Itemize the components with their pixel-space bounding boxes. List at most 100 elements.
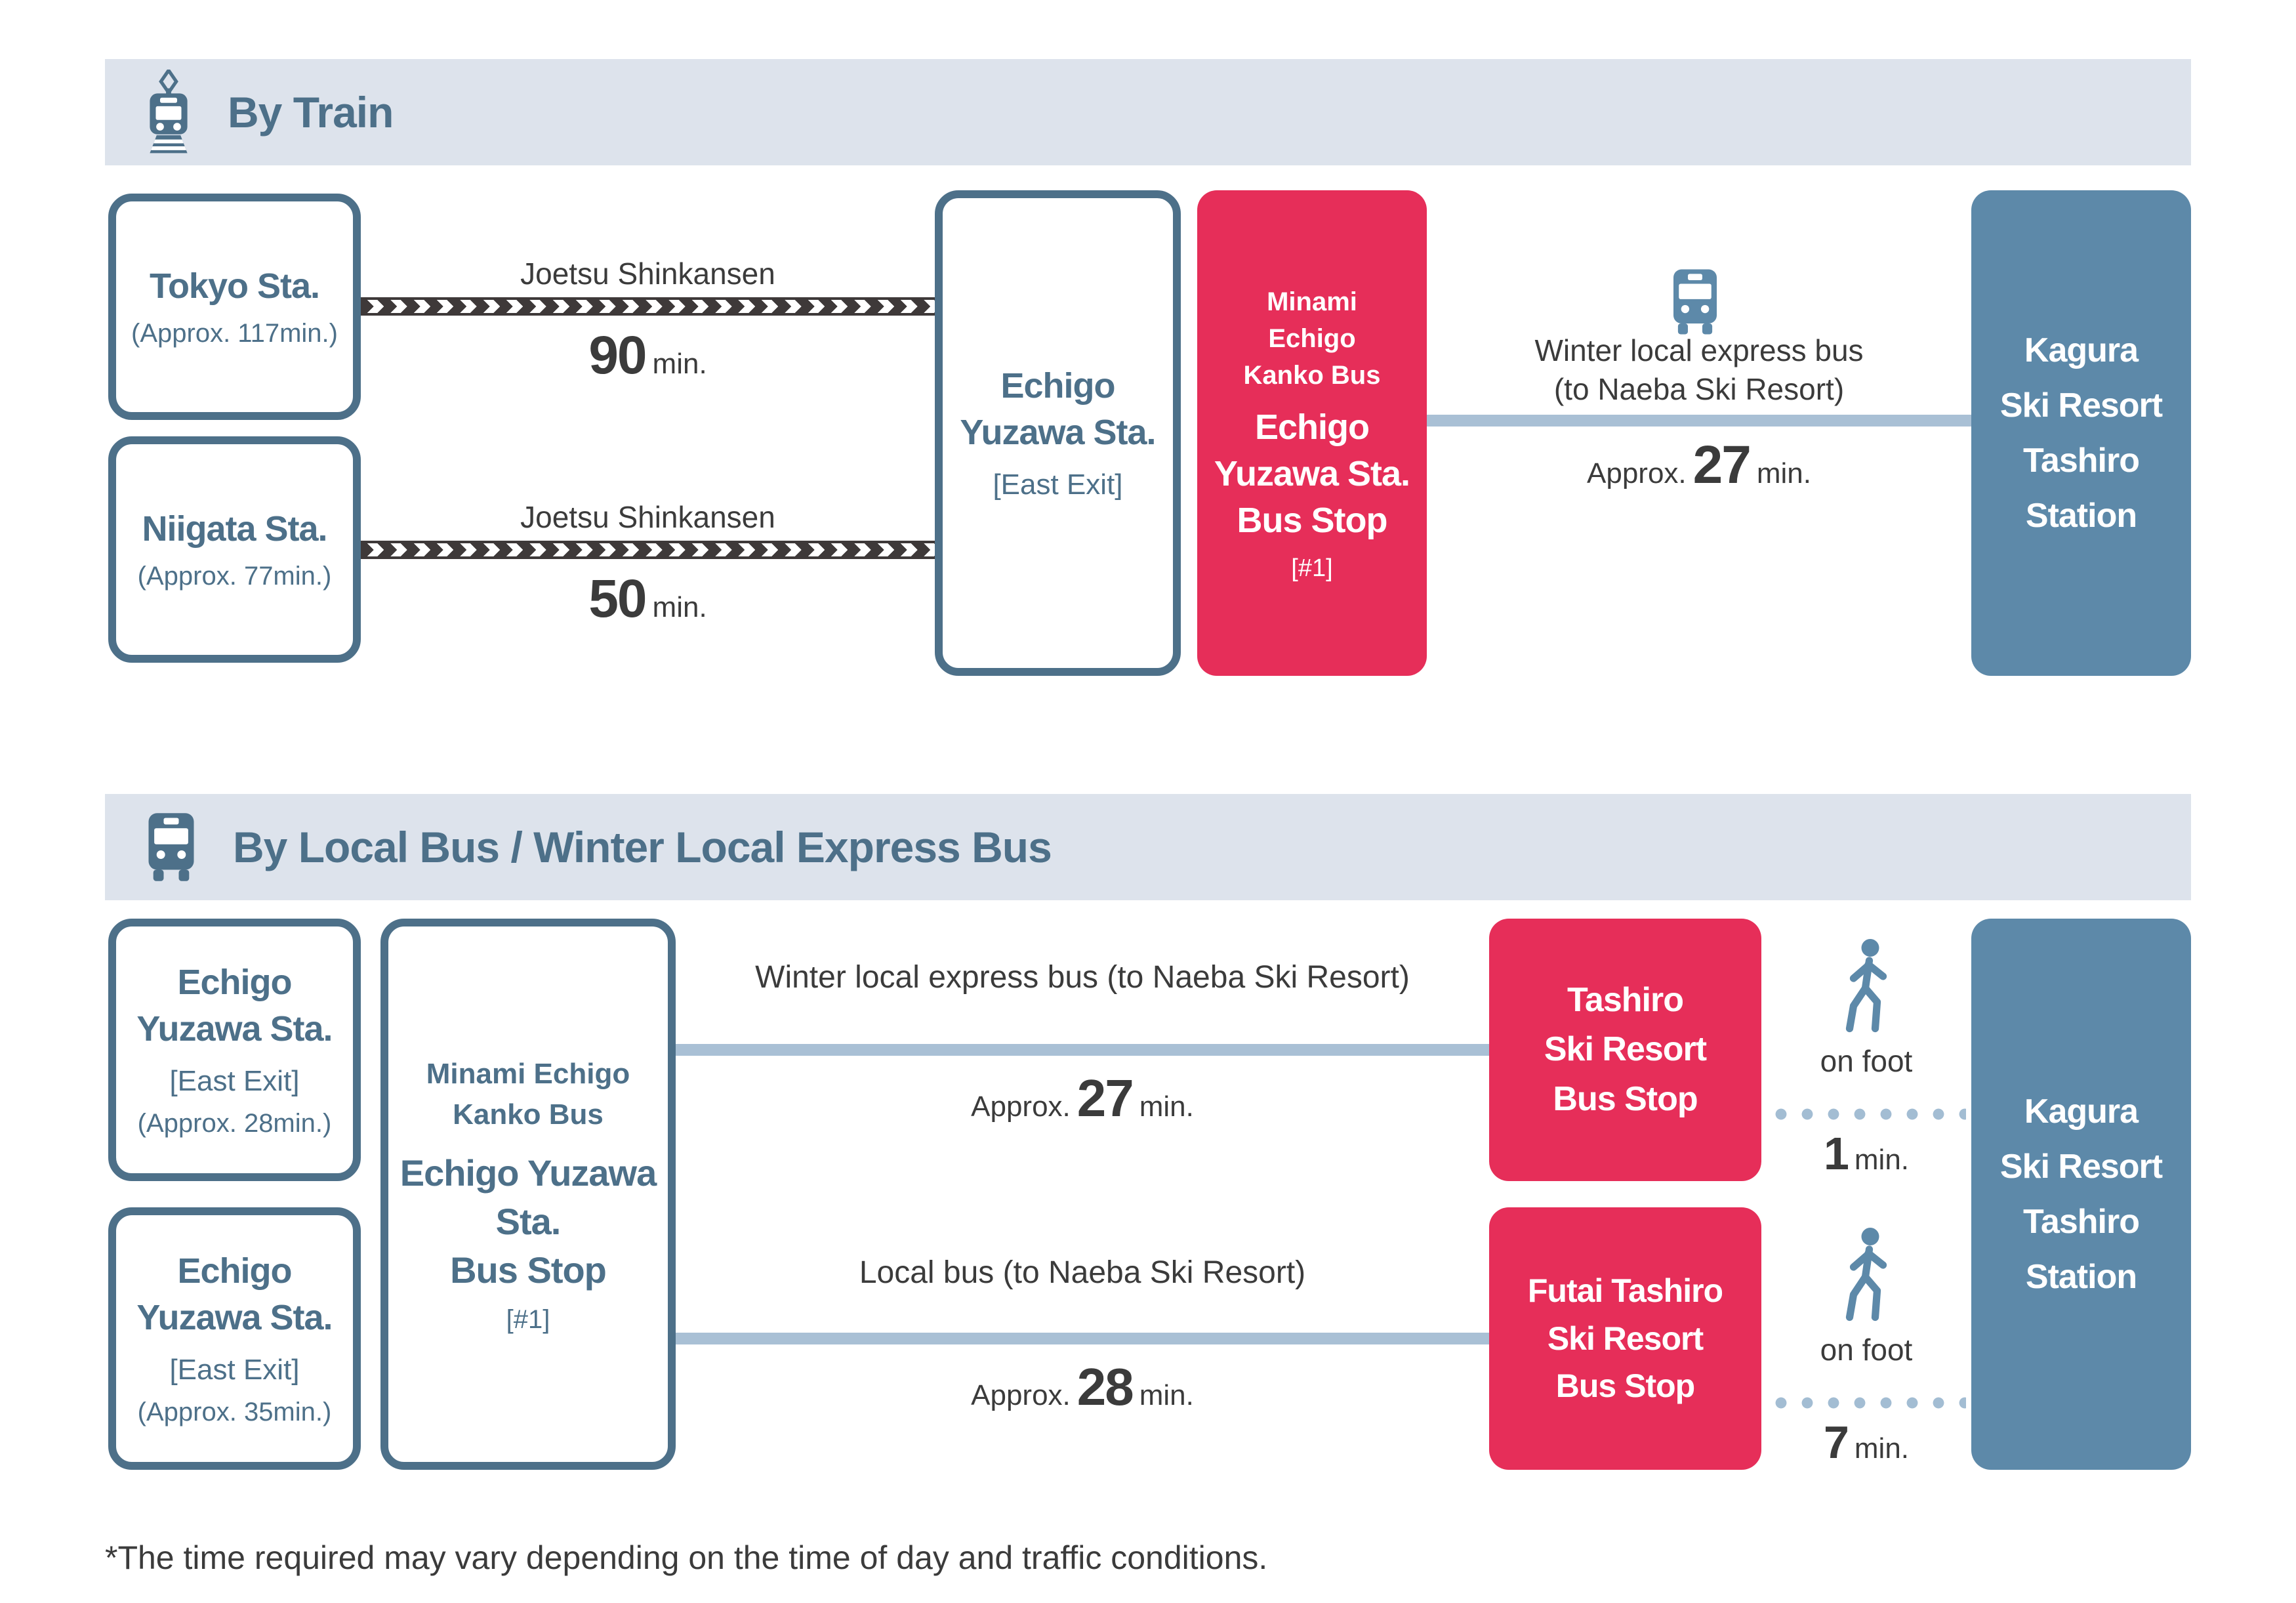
duration-unit: min. bbox=[1854, 1432, 1910, 1465]
station-name: Tokyo Sta. bbox=[149, 266, 320, 306]
bus-stop-box-echigo-yuzawa: Minami Echigo Kanko Bus Echigo Yuzawa St… bbox=[1197, 190, 1427, 676]
duration-unit: min. bbox=[652, 348, 707, 380]
station-box-echigo-yuzawa-35: Echigo Yuzawa Sta. [East Exit] (Approx. … bbox=[108, 1207, 361, 1470]
duration-value: 27 bbox=[1076, 1069, 1134, 1127]
bus-operator: Kanko Bus bbox=[1243, 360, 1381, 390]
bus-stop-platform: [#1] bbox=[1291, 554, 1333, 583]
bus-operator: Minami Echigo bbox=[426, 1058, 630, 1091]
duration-value: 90 bbox=[588, 325, 647, 385]
duration-unit: min. bbox=[1756, 457, 1811, 489]
duration-unit: min. bbox=[1139, 1379, 1194, 1411]
destination-box-kagura: Kagura Ski Resort Tashiro Station bbox=[1971, 919, 2191, 1470]
destination-name: Ski Resort bbox=[1999, 386, 2163, 425]
walk-label: on foot bbox=[1820, 1044, 1913, 1078]
station-box-tokyo: Tokyo Sta. (Approx. 117min.) bbox=[108, 194, 361, 420]
bus-stop-platform: [#1] bbox=[506, 1304, 550, 1334]
duration-unit: min. bbox=[652, 591, 707, 623]
bus-stop-name: Ski Resort bbox=[1544, 1030, 1707, 1069]
train-icon bbox=[150, 70, 188, 154]
station-name: Echigo bbox=[177, 1251, 292, 1291]
bus-leg-label: Winter local express bus (to Naeba Ski R… bbox=[1433, 331, 1965, 409]
station-name: Echigo bbox=[1000, 366, 1115, 406]
destination-box-kagura: Kagura Ski Resort Tashiro Station bbox=[1971, 190, 2191, 676]
bus-stop-box-echigo-yuzawa-hub: Minami Echigo Kanko Bus Echigo Yuzawa St… bbox=[380, 919, 676, 1470]
station-exit: [East Exit] bbox=[993, 468, 1123, 501]
station-name: Yuzawa Sta. bbox=[136, 1298, 333, 1338]
station-box-niigata: Niigata Sta. (Approx. 77min.) bbox=[108, 436, 361, 663]
bus-leg-duration: Approx. 27 min. bbox=[1433, 434, 1965, 496]
bus-leg-label-line1: Winter local express bus bbox=[1534, 333, 1864, 367]
bus-stop-box-futai-tashiro: Futai Tashiro Ski Resort Bus Stop bbox=[1489, 1207, 1761, 1470]
walk-label: on foot bbox=[1820, 1333, 1913, 1367]
bus-operator: Kanko Bus bbox=[453, 1098, 604, 1131]
bus-stop-box-tashiro: Tashiro Ski Resort Bus Stop bbox=[1489, 919, 1761, 1181]
station-name: Yuzawa Sta. bbox=[136, 1009, 333, 1049]
bus-route-line bbox=[676, 1044, 1489, 1056]
station-box-echigo-yuzawa: Echigo Yuzawa Sta. [East Exit] bbox=[935, 190, 1181, 676]
bus-icon bbox=[1673, 269, 1717, 335]
station-box-echigo-yuzawa-28: Echigo Yuzawa Sta. [East Exit] (Approx. … bbox=[108, 919, 361, 1181]
duration-unit: min. bbox=[1854, 1144, 1910, 1176]
station-name: Niigata Sta. bbox=[142, 509, 327, 549]
bus-route-label: Winter local express bus (to Naeba Ski R… bbox=[755, 960, 1410, 995]
bus-stop-name: Tashiro bbox=[1567, 980, 1684, 1019]
bus-route-line bbox=[676, 1333, 1489, 1344]
destination-name: Kagura bbox=[2024, 331, 2139, 369]
walk-dotted-line bbox=[1768, 1108, 1966, 1121]
bus-icon bbox=[148, 813, 194, 881]
bus-route-line bbox=[1427, 415, 1971, 427]
bus-stop-name: Sta. bbox=[495, 1201, 562, 1243]
duration-value: 1 bbox=[1823, 1128, 1849, 1179]
walking-person-icon bbox=[1845, 1228, 1887, 1322]
walking-person-icon bbox=[1845, 939, 1887, 1033]
destination-name: Tashiro bbox=[2023, 442, 2140, 480]
bus-leg-label-line2: (to Naeba Ski Resort) bbox=[1553, 371, 1845, 406]
rail-leg-duration: 50 min. bbox=[361, 568, 935, 630]
duration-value: 7 bbox=[1823, 1417, 1849, 1468]
destination-name: Station bbox=[2025, 1258, 2137, 1297]
duration-approx: Approx. bbox=[1587, 457, 1687, 489]
station-name: Yuzawa Sta. bbox=[960, 413, 1156, 453]
bus-route-duration: Approx. 27 min. bbox=[695, 1068, 1469, 1129]
bus-stop-name: Bus Stop bbox=[1555, 1367, 1695, 1405]
bus-stop-name: Bus Stop bbox=[1553, 1079, 1698, 1118]
duration-approx: Approx. bbox=[971, 1379, 1071, 1411]
rail-leg-line-name: Joetsu Shinkansen bbox=[520, 500, 775, 534]
destination-name: Station bbox=[2025, 497, 2137, 535]
bus-stop-name: Bus Stop bbox=[450, 1249, 607, 1291]
bus-stop-name: Echigo bbox=[1254, 407, 1370, 447]
duration-value: 27 bbox=[1692, 435, 1752, 495]
station-note: (Approx. 117min.) bbox=[131, 319, 338, 348]
railway-track-line bbox=[361, 541, 935, 559]
destination-name: Ski Resort bbox=[1999, 1147, 2163, 1186]
bus-stop-name: Echigo Yuzawa bbox=[400, 1152, 657, 1194]
bus-stop-name: Futai Tashiro bbox=[1527, 1272, 1723, 1310]
destination-name: Kagura bbox=[2024, 1092, 2139, 1131]
footnote: *The time required may vary depending on… bbox=[105, 1539, 1268, 1576]
station-note: (Approx. 28min.) bbox=[137, 1108, 332, 1138]
bus-section-title: By Local Bus / Winter Local Express Bus bbox=[233, 823, 1052, 871]
rail-leg-line-name: Joetsu Shinkansen bbox=[520, 257, 775, 291]
duration-value: 50 bbox=[588, 569, 647, 629]
bus-operator: Echigo bbox=[1268, 323, 1356, 353]
duration-value: 28 bbox=[1076, 1358, 1134, 1416]
bus-route-label: Local bus (to Naeba Ski Resort) bbox=[859, 1255, 1306, 1290]
railway-track-line bbox=[361, 297, 935, 316]
walk-duration: 1 min. bbox=[1768, 1127, 1965, 1180]
station-exit: [East Exit] bbox=[169, 1353, 300, 1386]
station-note: (Approx. 77min.) bbox=[137, 562, 332, 591]
bus-operator: Minami bbox=[1267, 287, 1357, 316]
rail-leg-duration: 90 min. bbox=[361, 325, 935, 386]
bus-stop-name: Ski Resort bbox=[1547, 1320, 1704, 1357]
train-section-title: By Train bbox=[228, 88, 394, 136]
bus-section-header: By Local Bus / Winter Local Express Bus bbox=[105, 794, 2191, 900]
duration-unit: min. bbox=[1139, 1091, 1194, 1123]
station-note: (Approx. 35min.) bbox=[137, 1397, 332, 1426]
station-name: Echigo bbox=[177, 963, 292, 1003]
walk-duration: 7 min. bbox=[1768, 1416, 1965, 1468]
bus-route-duration: Approx. 28 min. bbox=[695, 1357, 1469, 1417]
train-section-header: By Train bbox=[105, 59, 2191, 165]
bus-stop-name: Bus Stop bbox=[1237, 501, 1388, 541]
destination-name: Tashiro bbox=[2023, 1203, 2140, 1241]
